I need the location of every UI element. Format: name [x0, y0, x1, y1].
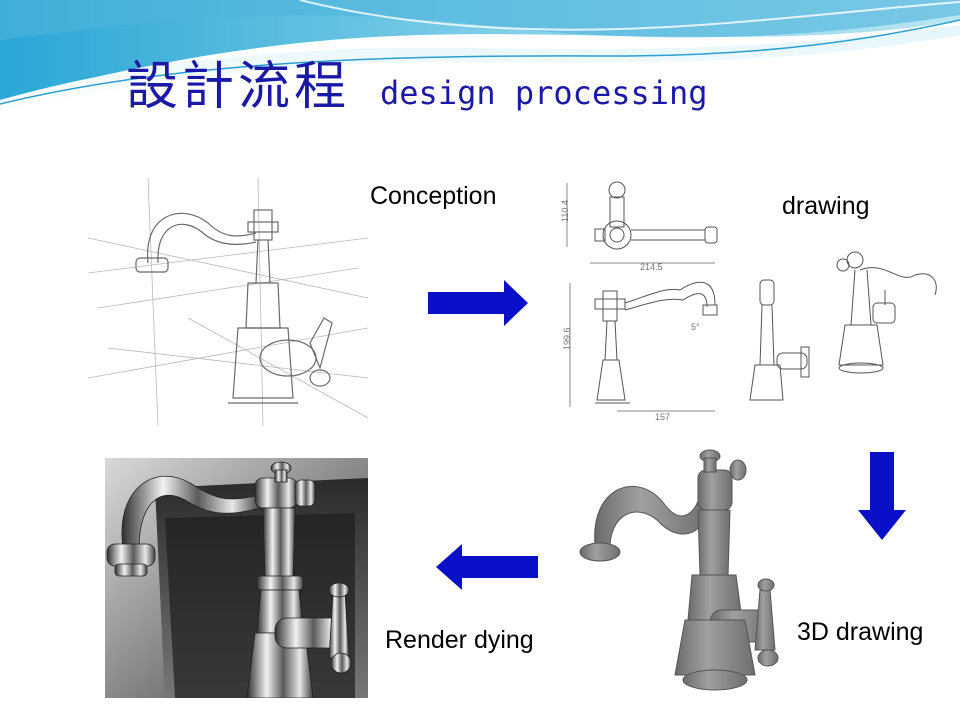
step-label-render: Render dying	[385, 626, 534, 654]
page-title: 設計流程 design processing	[126, 44, 708, 117]
arrow-left-icon	[436, 544, 538, 590]
dimension-angle: 5°	[691, 322, 700, 332]
dimension-110-4: 110.4	[560, 200, 570, 222]
render-image	[105, 458, 368, 698]
header-wave	[0, 0, 960, 112]
dimension-157: 157	[655, 412, 670, 422]
step-label-drawing: drawing	[782, 192, 870, 220]
dimension-199-6: 199.6	[562, 327, 572, 350]
3d-drawing-image	[579, 449, 779, 691]
step-label-3d-drawing: 3D drawing	[797, 618, 924, 646]
arrow-right-icon	[428, 280, 528, 326]
dimension-214-5: 214.5	[640, 262, 663, 272]
title-chinese: 設計流程	[126, 57, 351, 117]
sketch-image	[88, 178, 369, 426]
title-english: design processing	[380, 74, 708, 112]
technical-drawing-image: 110.4 214.5 199.6 157 5°	[560, 181, 937, 422]
step-label-conception: Conception	[370, 182, 497, 210]
arrow-down-icon	[858, 452, 906, 540]
